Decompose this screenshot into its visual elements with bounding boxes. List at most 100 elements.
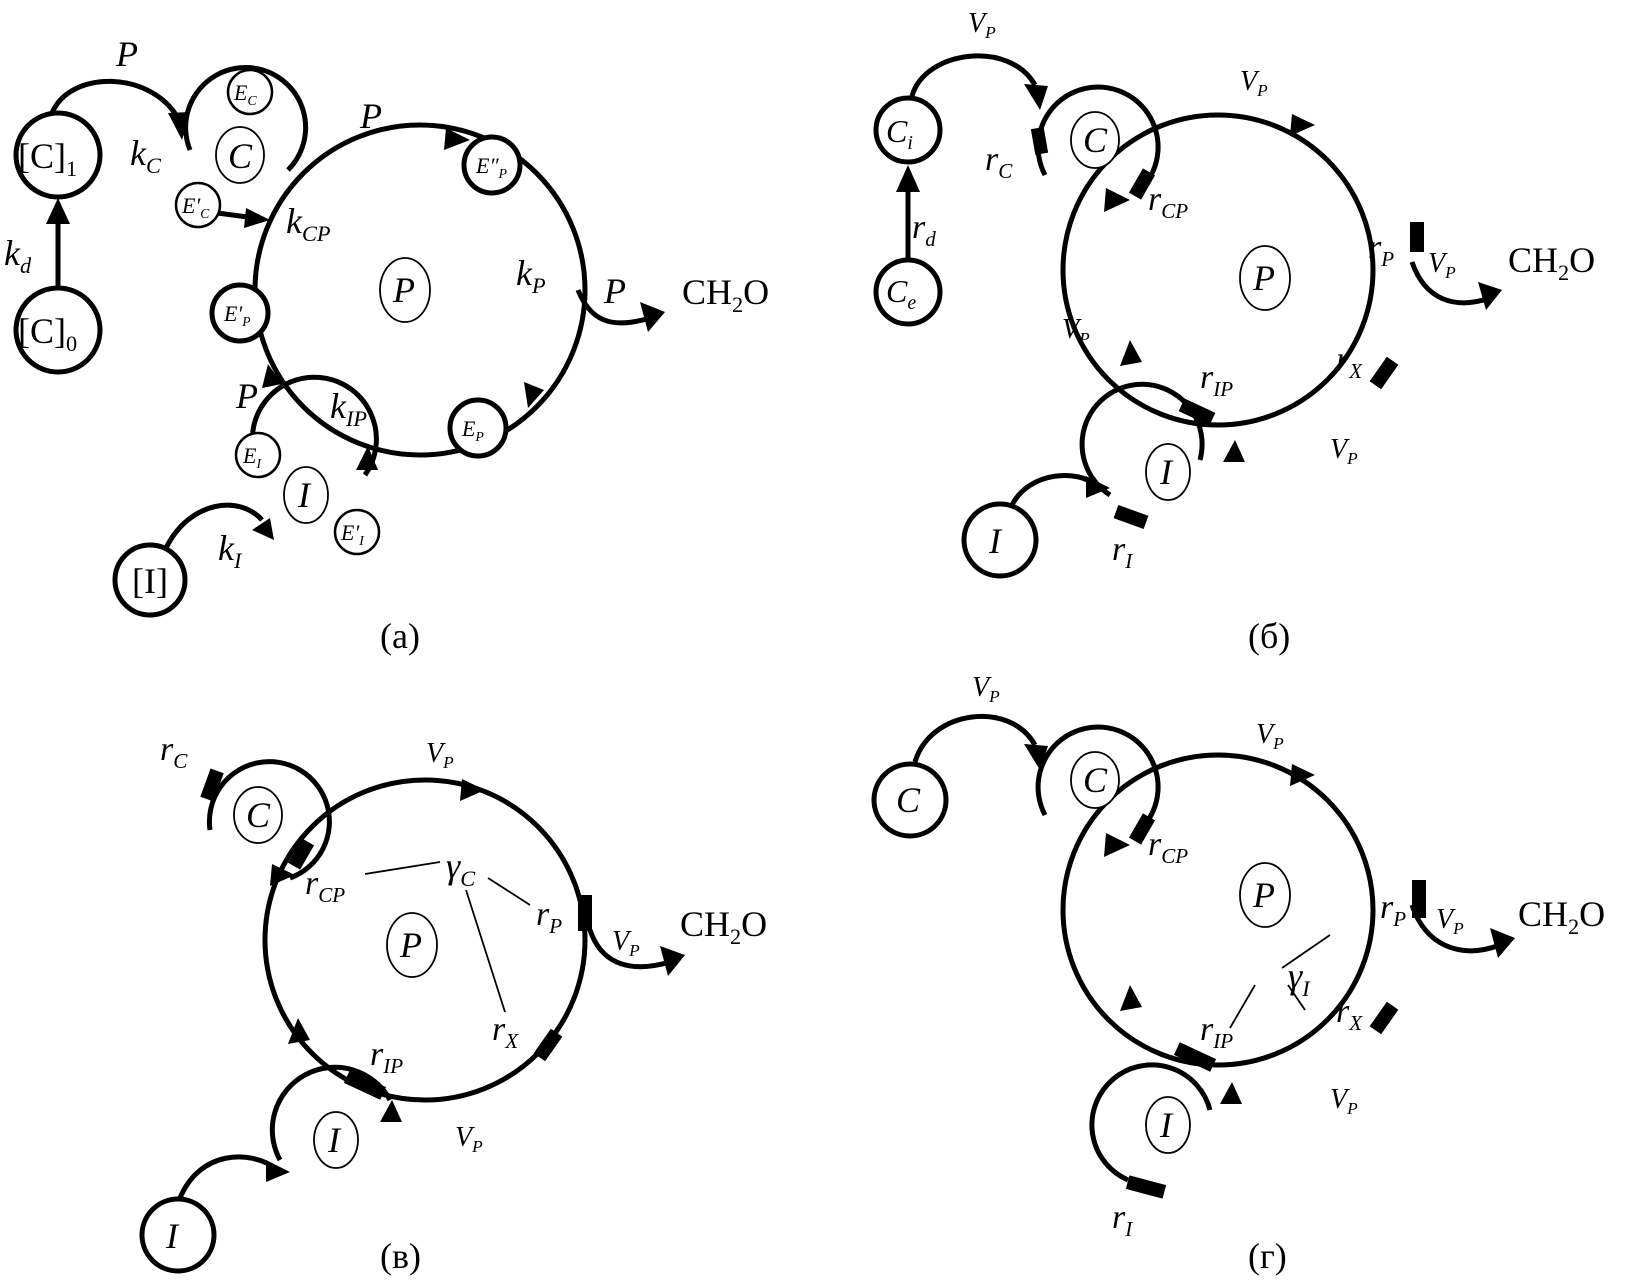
panel-v: C P I I rC rCP rP rX rIP γC VP VP VP CH2… (139, 731, 767, 1276)
panel-b-ci-to-c-arrow (909, 53, 1038, 97)
panel-b-label-rx: rX (1336, 341, 1363, 383)
panel-a-label-ep: EP (461, 416, 484, 444)
panel-a-label-kd: kd (4, 233, 32, 278)
panel-g-c-to-p-arrowhead (1104, 833, 1130, 857)
panel-v-label-vp-bottom: VP (455, 1122, 483, 1156)
panel-v-rcp-bar (287, 838, 315, 870)
panel-g-label-gamma: γI (1288, 956, 1311, 1001)
panel-g-label-circle-p: P (1252, 875, 1275, 915)
panel-g-c-oval (1070, 751, 1120, 809)
panel-b-label-vp-left: VP (1062, 314, 1090, 348)
panel-a-node-c1 (13, 110, 103, 200)
panel-a-kcp-arrowhead (244, 208, 270, 228)
panel-b: Ci Ce I C P I rd rC rCP rP rX rIP rI VP … (873, 8, 1595, 656)
panel-a-label-kc: kC (130, 133, 162, 178)
panel-b-label-vp-top: VP (968, 8, 996, 42)
panel-g-label-rip: rIP (1200, 1011, 1233, 1053)
panel-v-c-oval (233, 786, 283, 844)
panel-a-label-circle-p: P (392, 270, 415, 310)
panel-v-label-node-i: I (165, 1216, 180, 1256)
panel-a-label-p-mid: P (359, 96, 382, 136)
panel-a-label-ki: kI (218, 528, 243, 573)
panel-g-label-circle-i: I (1159, 1105, 1174, 1145)
panel-b-node-ce (873, 257, 943, 327)
panel-b-rx-bar (1369, 356, 1399, 390)
panel-b-p-arrow-left (1120, 340, 1142, 366)
panel-a-p-arrow-right (524, 382, 544, 408)
panel-b-ri-bar (1113, 504, 1149, 530)
panel-g-c-cycle (1035, 724, 1161, 832)
panel-b-label-circle-i: I (1159, 452, 1174, 492)
panel-a-label-ec: EC (233, 80, 257, 108)
panel-b-label-vp-bottom: VP (1330, 434, 1358, 468)
panel-v-label-rcp: rCP (305, 865, 345, 907)
panel-g-label-rx: rX (1336, 993, 1363, 1035)
panel-g-label-node-c: C (896, 780, 921, 820)
panel-g-rip-bar (1173, 1042, 1217, 1072)
panel-b-rcp-bar (1128, 168, 1156, 200)
panel-v-label-rp: rP (536, 896, 562, 938)
panel-b-caption: (б) (1248, 616, 1290, 656)
panel-g-label-rp: rP (1380, 889, 1406, 931)
panel-v-rx-bar (533, 1028, 563, 1062)
panel-v-p-oval (386, 912, 438, 978)
panel-g-ri-bar (1125, 1175, 1167, 1199)
panel-b-rip-bar (1178, 398, 1216, 426)
panel-a-label-ec-prime: E′C (181, 193, 210, 221)
panel-a-ec-node (226, 68, 274, 116)
panel-a-c1-to-c-arrowhead (168, 112, 190, 140)
panel-b-label-rip: rIP (1200, 359, 1233, 401)
panel-v-node-i (139, 1196, 217, 1274)
panel-g-product-arrowhead (1490, 928, 1515, 958)
panel-a-p-arrow-left (262, 364, 282, 388)
panel-v-c-cycle (206, 759, 332, 881)
panel-v-gamma-to-rx (465, 889, 506, 1013)
panel-g-label-vp-upper: VP (1256, 719, 1284, 753)
panel-b-i-cycle (1079, 381, 1205, 498)
panel-v-gamma-to-rp (487, 877, 531, 906)
panel-b-rc-bar (1030, 126, 1049, 155)
panel-a-ei-prime-node (333, 508, 381, 556)
panel-b-node-ci (873, 95, 943, 165)
panel-b-node-i (961, 501, 1039, 579)
panel-a-ei-node (234, 431, 282, 479)
panel-v-label-rx: rX (492, 1011, 519, 1053)
panel-b-product-arrow (1409, 261, 1491, 306)
panel-b-label-rcp: rCP (1148, 181, 1188, 223)
panel-a-label-p-out: P (603, 271, 626, 311)
panel-b-ci-to-c-arrowhead (1024, 84, 1048, 110)
panel-a-label-kip: kIP (330, 386, 367, 431)
panel-a-i-arrow-up (356, 446, 378, 470)
panel-v-product-arrowhead (660, 946, 685, 976)
panel-v-p-arrow-top (460, 779, 485, 801)
panel-v-p-cycle (262, 777, 588, 1103)
panel-a-kd-arrowhead (46, 198, 70, 224)
panel-v-gamma-to-rcp (364, 861, 441, 875)
panel-g-i-oval (1145, 1096, 1191, 1154)
panel-b-i-in-arrow (1009, 473, 1097, 507)
panel-a-p-oval (379, 257, 431, 323)
panel-g-rp-bar (1412, 880, 1426, 918)
panel-b-label-rp: rP (1368, 229, 1394, 271)
panel-v-label-product: CH2O (680, 904, 767, 949)
panel-v-caption: (в) (380, 1236, 421, 1276)
panel-g-p-arrow-left (1120, 985, 1142, 1011)
panel-v-rc-bar (200, 768, 224, 802)
panel-v-product-arrow (587, 929, 671, 970)
panel-g-gamma-to-rp (1281, 934, 1331, 969)
panel-v-label-rc: rC (160, 731, 188, 773)
panel-b-label-node-i: I (988, 521, 1003, 561)
panel-v-label-circle-c: C (246, 795, 271, 835)
panel-a-label-kp: kP (516, 253, 546, 298)
panel-a-label-i: [I] (132, 561, 168, 601)
panel-a-ec-prime-node (174, 181, 222, 229)
panel-v-i-arrow-up (380, 1100, 402, 1122)
panel-a-c-cycle (183, 65, 309, 172)
panel-b-label-vp-out: VP (1428, 248, 1456, 282)
panel-b-label-ri: rI (1112, 531, 1133, 573)
panel-b-i-in-arrowhead (1086, 476, 1110, 498)
panel-a-ep-node (447, 397, 509, 459)
panel-g-label-vp-out: VP (1436, 904, 1464, 938)
panel-b-p-cycle (1060, 112, 1376, 428)
panel-g: C C P I rCP rP rX rIP rI γI VP VP VP VP … (871, 672, 1605, 1276)
